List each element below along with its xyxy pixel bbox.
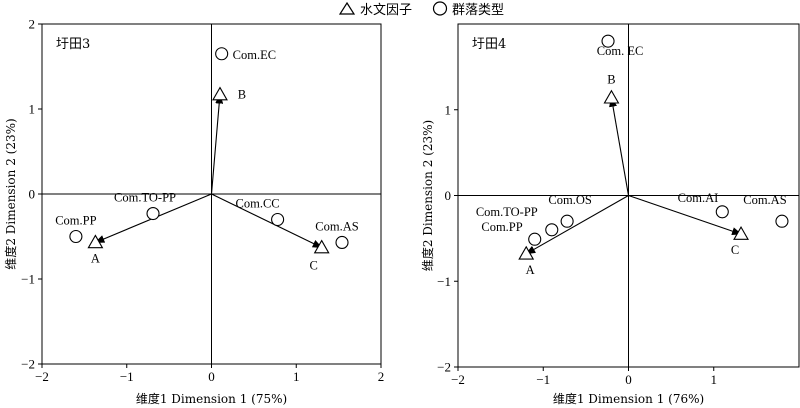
hydro-factor-label: A bbox=[91, 251, 100, 265]
community-label: Com. EC bbox=[597, 44, 644, 58]
community-point bbox=[560, 214, 574, 228]
hydro-factor-marker bbox=[733, 225, 749, 240]
hydro-factor-label: A bbox=[526, 263, 535, 277]
y-tick-label: 2 bbox=[29, 17, 36, 32]
community-point bbox=[601, 34, 615, 48]
community-label: Com.TO-PP bbox=[476, 205, 538, 219]
community-point bbox=[775, 214, 789, 228]
community-point bbox=[146, 207, 160, 221]
x-tick-label: 0 bbox=[625, 372, 632, 387]
panel-right: −2 −1 0 1 −2 −1 0 1 维度1 Dimension 1 (76%) 维度2 Dim… bbox=[420, 23, 800, 406]
community-label: Com.AI bbox=[678, 191, 719, 205]
hydro-vector-arrow bbox=[211, 193, 323, 249]
community-label: Com.AS bbox=[743, 193, 786, 207]
x-tick-label: 0 bbox=[208, 369, 215, 384]
legend-community-label: 群落类型 bbox=[452, 3, 504, 18]
community-point bbox=[715, 205, 729, 219]
y-tick-label: −2 bbox=[437, 360, 451, 375]
legend-triangle-icon bbox=[338, 1, 356, 15]
hydro-vector-arrow bbox=[210, 93, 224, 195]
community-label: Com.OS bbox=[548, 193, 591, 207]
y-tick-label: 0 bbox=[445, 188, 452, 203]
hydro-factor-marker bbox=[518, 245, 535, 260]
x-axis-label: 维度1 Dimension 1 (76%) bbox=[553, 391, 704, 406]
x-tick-label: −1 bbox=[536, 372, 550, 387]
x-tick-label: 1 bbox=[711, 372, 718, 387]
community-point bbox=[69, 229, 83, 244]
hydro-factor-label: B bbox=[607, 73, 615, 87]
x-tick-label: −2 bbox=[35, 369, 49, 384]
community-label: Com.PP bbox=[55, 214, 96, 228]
community-point bbox=[271, 212, 285, 227]
hydro-factor-marker bbox=[313, 239, 330, 254]
community-label: Com.AS bbox=[315, 219, 358, 233]
panel-left: −2 −1 0 1 2 −2 −1 0 1 2 维度1 Dimension 1 (75%) 维度2 D… bbox=[3, 17, 384, 407]
legend: 水文因子 群落类型 bbox=[338, 1, 504, 18]
hydro-factor-marker bbox=[603, 89, 620, 104]
community-label: Com.CC bbox=[236, 197, 280, 211]
hydro-vector-arrow bbox=[525, 195, 629, 255]
x-tick-label: 2 bbox=[378, 369, 385, 384]
panel-label: 圩田4 bbox=[472, 37, 506, 52]
x-tick-label: −1 bbox=[120, 369, 134, 384]
x-axis-label: 维度1 Dimension 1 (75%) bbox=[136, 391, 287, 406]
hydro-factor-label: B bbox=[238, 88, 246, 102]
y-axis-label: 维度2 Dimension 2 (23%) bbox=[420, 120, 435, 271]
hydro-vector-arrow bbox=[628, 194, 742, 235]
y-tick-label: 1 bbox=[445, 102, 452, 117]
hydro-factor-label: C bbox=[731, 243, 739, 257]
hydro-factor-marker bbox=[212, 86, 228, 101]
community-label: Com.PP bbox=[481, 220, 522, 234]
y-axis-label: 维度2 Dimension 2 (23%) bbox=[3, 118, 18, 269]
hydro-vector-arrow bbox=[609, 96, 630, 196]
community-point bbox=[215, 47, 229, 61]
panel-label: 圩田3 bbox=[56, 37, 90, 52]
community-label: Com.TO-PP bbox=[114, 191, 176, 205]
community-point bbox=[335, 235, 349, 249]
y-tick-label: −2 bbox=[21, 357, 35, 372]
x-tick-label: 1 bbox=[293, 369, 300, 384]
legend-circle-icon bbox=[432, 1, 448, 16]
y-tick-label: −1 bbox=[437, 274, 451, 289]
community-point bbox=[528, 232, 542, 246]
y-tick-label: 1 bbox=[29, 102, 36, 117]
legend-hydro-label: 水文因子 bbox=[360, 3, 412, 18]
community-label: Com.EC bbox=[233, 48, 276, 62]
y-tick-label: −1 bbox=[21, 272, 35, 287]
hydro-factor-label: C bbox=[310, 259, 318, 273]
y-tick-label: 0 bbox=[29, 187, 36, 202]
community-point bbox=[545, 223, 559, 237]
x-tick-label: −2 bbox=[451, 372, 465, 387]
hydro-factor-marker bbox=[87, 234, 104, 249]
